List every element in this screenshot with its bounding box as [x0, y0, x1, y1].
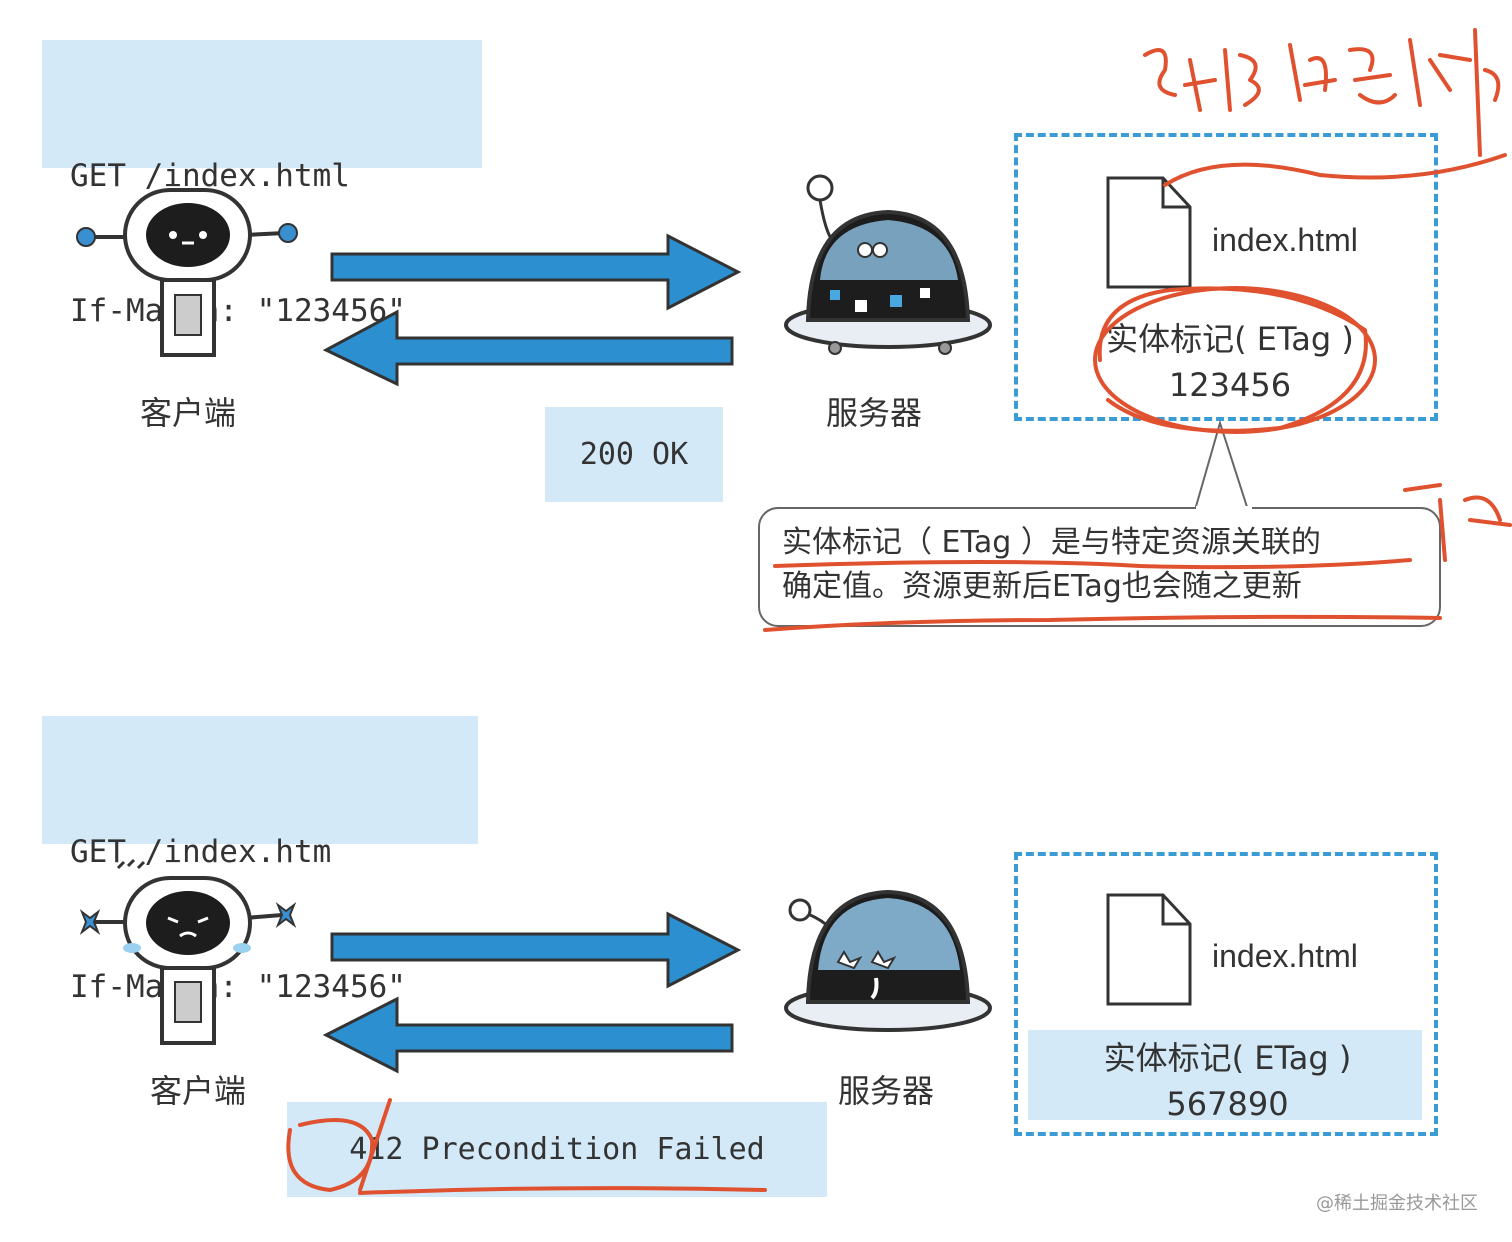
- server-robot-icon: [784, 174, 992, 355]
- top-etag-value: 123456: [1168, 366, 1292, 404]
- bottom-resource-box: [1014, 852, 1438, 1136]
- bottom-request-line1: GET /index.htm: [70, 834, 332, 870]
- watermark: @稀土掘金技术社区: [1316, 1193, 1478, 1214]
- bottom-etag-value: 567890: [1166, 1085, 1289, 1123]
- bottom-etag-label: 实体标记( ETag ): [1103, 1039, 1352, 1077]
- bottom-etag: 实体标记( ETag ) 567890: [1045, 1035, 1410, 1127]
- server-robot-broken-icon: [784, 889, 992, 1032]
- top-response-arrow: [322, 309, 734, 387]
- callout-line2: 确定值。资源更新后ETag也会随之更新: [782, 569, 1302, 604]
- top-server-label: 服务器: [826, 394, 923, 432]
- client-robot-icon: [76, 188, 298, 357]
- callout-line1: 实体标记（ ETag ）是与特定资源关联的: [782, 525, 1321, 560]
- client-robot-sad-icon: [79, 858, 297, 1045]
- bottom-response-arrow: [322, 996, 734, 1074]
- top-resource-box: [1014, 133, 1438, 421]
- bottom-request-box: GET /index.htm If-Match: "123456": [42, 716, 478, 1005]
- bottom-client-label: 客户端: [150, 1072, 247, 1110]
- callout-pointer-mask: [1196, 506, 1252, 510]
- bottom-response-box: 412 Precondition Failed: [287, 1102, 827, 1197]
- bottom-file-name: index.html: [1212, 938, 1358, 974]
- top-file-name: index.html: [1212, 222, 1358, 258]
- top-etag-label: 实体标记( ETag ): [1106, 320, 1354, 358]
- bottom-server-label: 服务器: [838, 1072, 935, 1110]
- file-icon: [1106, 176, 1192, 289]
- bottom-etag-highlight: [1028, 1030, 1422, 1120]
- file-icon: [1106, 893, 1192, 1006]
- bottom-request-arrow: [330, 911, 742, 989]
- top-response-box: 200 OK: [545, 407, 723, 502]
- top-client-label: 客户端: [140, 394, 237, 432]
- top-request-arrow: [330, 233, 742, 311]
- top-etag: 实体标记( ETag ) 123456: [1050, 316, 1410, 408]
- etag-callout: 实体标记（ ETag ）是与特定资源关联的 确定值。资源更新后ETag也会随之更…: [758, 507, 1441, 627]
